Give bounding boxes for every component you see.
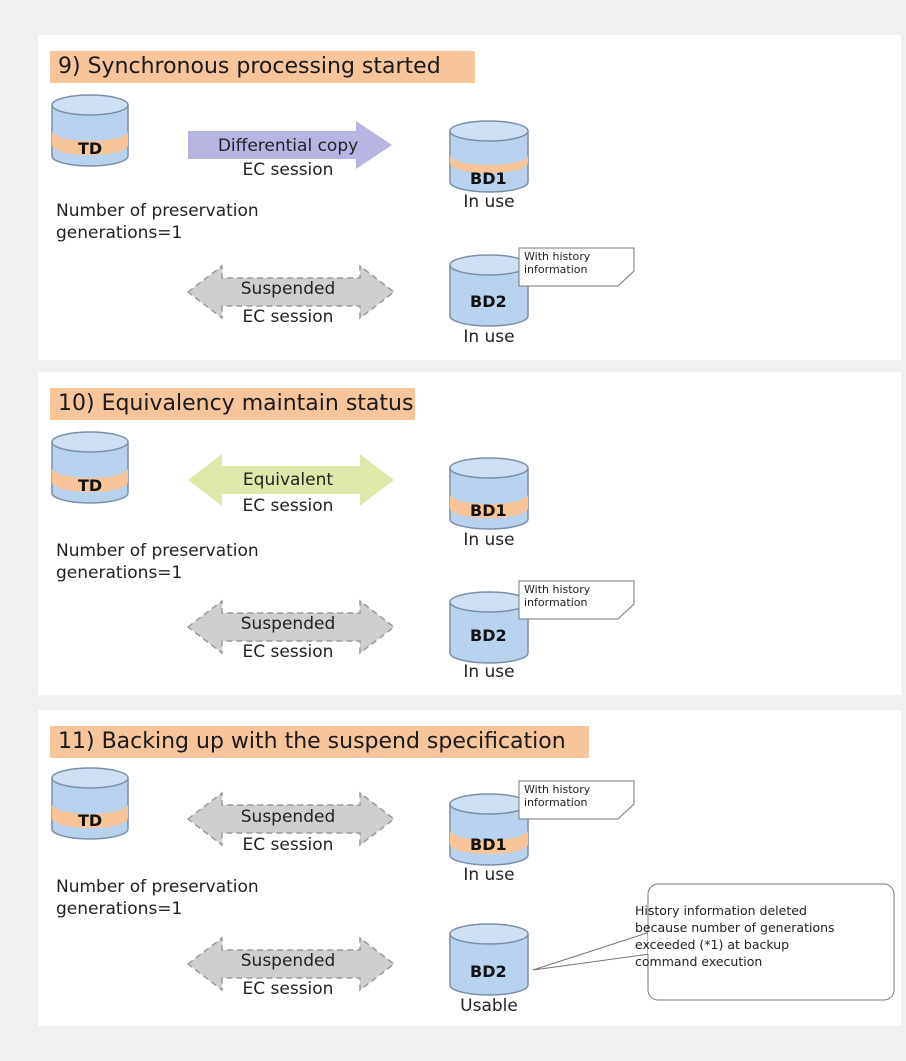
session-state: Suspended [240,614,336,634]
history-note-line1: With history [524,583,591,596]
bd2-volume-icon [449,923,529,996]
bd1-volume-icon [449,457,529,530]
session-state: Equivalent [242,470,334,490]
bd1-status: In use [463,192,515,212]
preservation-caption-line2: generations=1 [56,223,183,243]
bd1-label: BD1 [470,169,507,188]
equivalent-arrow [188,454,394,506]
bd1-label: BD1 [470,835,507,854]
history-note-line2: information [524,263,588,276]
step-title: 9) Synchronous processing started [50,51,475,83]
bd1-status: In use [463,530,515,550]
suspended-arrow [186,264,396,320]
preservation-caption-line1: Number of preservation [56,877,259,897]
preservation-caption-line1: Number of preservation [56,201,259,221]
td-volume-icon [51,431,129,504]
history-note-line2: information [524,796,588,809]
td-volume-icon [51,94,129,167]
callout-line3: exceeded (*1) at backup [635,937,790,952]
session-type: EC session [242,160,334,180]
td-label: TD [78,811,103,830]
bd2-status: In use [463,327,515,347]
history-note-line2: information [524,596,588,609]
step-title: 11) Backing up with the suspend specific… [50,726,589,758]
td-label: TD [78,476,103,495]
panel-step-10: 10) Equivalency maintain status TD Numbe… [38,372,901,695]
suspended-arrow [186,791,396,847]
suspended-arrow [186,599,396,655]
bd2-status: Usable [460,996,518,1016]
callout-shape [532,883,895,1001]
session-state: Suspended [240,807,336,827]
bd1-volume-icon [449,120,529,193]
bd2-label: BD2 [470,292,507,311]
bd1-label: BD1 [470,501,507,520]
callout-line2: because number of generations [635,920,835,935]
session-state: Suspended [240,951,336,971]
bd1-volume-icon [449,793,529,866]
td-volume-icon [51,767,129,840]
panel-step-11: 11) Backing up with the suspend specific… [38,710,901,1026]
history-note-line1: With history [524,250,591,263]
bd1-status: In use [463,865,515,885]
td-label: TD [78,139,103,158]
preservation-caption-line2: generations=1 [56,563,183,583]
bd2-label: BD2 [470,962,507,981]
session-type: EC session [242,307,334,327]
callout-line4: command execution [635,954,763,969]
preservation-caption-line1: Number of preservation [56,541,259,561]
session-type: EC session [242,496,334,516]
session-type: EC session [242,835,334,855]
step-title: 10) Equivalency maintain status [50,388,415,420]
bd2-label: BD2 [470,626,507,645]
bd2-volume-icon [449,591,529,664]
session-type: EC session [242,979,334,999]
panel-step-9: 9) Synchronous processing started TD Num… [38,35,901,360]
session-type: EC session [242,642,334,662]
preservation-caption-line2: generations=1 [56,899,183,919]
suspended-arrow [186,936,396,992]
differential-copy-arrow [188,121,392,169]
bd2-status: In use [463,662,515,682]
session-state: Differential copy [217,136,359,156]
session-state: Suspended [240,279,336,299]
callout-line1: History information deleted [635,903,807,918]
history-note-line1: With history [524,783,591,796]
